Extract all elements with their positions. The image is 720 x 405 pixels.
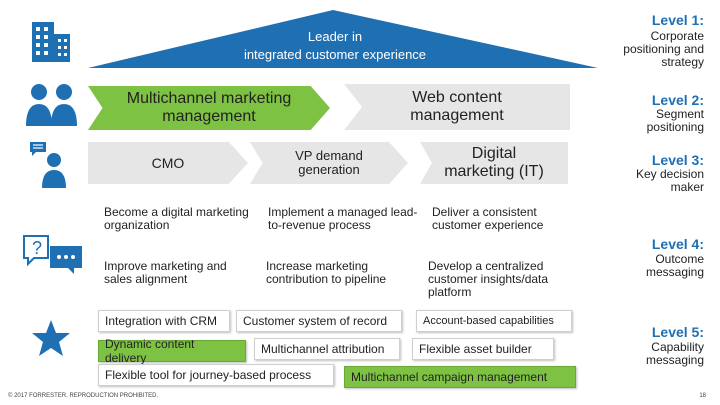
capability-item: Flexible asset builder — [412, 338, 554, 360]
cmo-box: CMO — [88, 142, 248, 184]
capability-item: Dynamic content delivery — [98, 337, 246, 365]
svg-text:?: ? — [32, 238, 42, 258]
capability-item: Multichannel attribution — [254, 338, 400, 360]
roof-label: Leader in integrated customer experience — [243, 29, 427, 62]
level-4-subtitle: Outcome messaging — [645, 252, 704, 279]
outcome-item: Become a digital marketing organization — [104, 205, 249, 232]
web-content-box: Web content management — [344, 84, 570, 130]
person-speech-icon — [30, 142, 66, 188]
level-5-subtitle: Capability messaging — [645, 340, 704, 367]
level-2-title: Level 2: — [651, 92, 704, 108]
level-1-subtitle: Corporate positioning and strategy — [623, 29, 704, 69]
outcome-item: Improve marketing and sales alignment — [104, 259, 227, 286]
building-icon — [32, 22, 70, 62]
capability-item: Account-based capabilities — [416, 310, 572, 332]
copyright-text: © 2017 FORRESTER. REPRODUCTION PROHIBITE… — [8, 393, 159, 399]
roof-shape — [88, 10, 598, 68]
level-2-subtitle: Segment positioning — [646, 107, 704, 134]
page-number: 18 — [699, 393, 706, 399]
outcome-item: Increase marketing contribution to pipel… — [266, 259, 387, 286]
star-icon — [32, 320, 70, 356]
capability-item: Integration with CRM — [98, 310, 230, 332]
outcome-item: Deliver a consistent customer experience — [432, 205, 544, 232]
digital-marketing-box: Digital marketing (IT) — [420, 142, 568, 184]
people-icon — [26, 84, 77, 126]
level-4-title: Level 4: — [651, 236, 704, 252]
capability-item: Multichannel campaign management — [344, 366, 576, 388]
outcome-item: Implement a managed lead-to-revenue proc… — [268, 205, 418, 232]
level-5-title: Level 5: — [651, 324, 704, 340]
capability-item: Customer system of record — [236, 310, 402, 332]
level-1-title: Level 1: — [651, 12, 704, 28]
outcome-item: Develop a centralized customer insights/… — [428, 259, 549, 299]
capability-item: Flexible tool for journey-based process — [98, 364, 334, 386]
vp-demand-box: VP demand generation — [250, 142, 408, 184]
multichannel-marketing-box: Multichannel marketing management — [88, 86, 330, 130]
level-3-title: Level 3: — [651, 152, 704, 168]
speech-bubbles-icon: ? — [23, 235, 82, 274]
level-3-subtitle: Key decision maker — [635, 167, 704, 194]
